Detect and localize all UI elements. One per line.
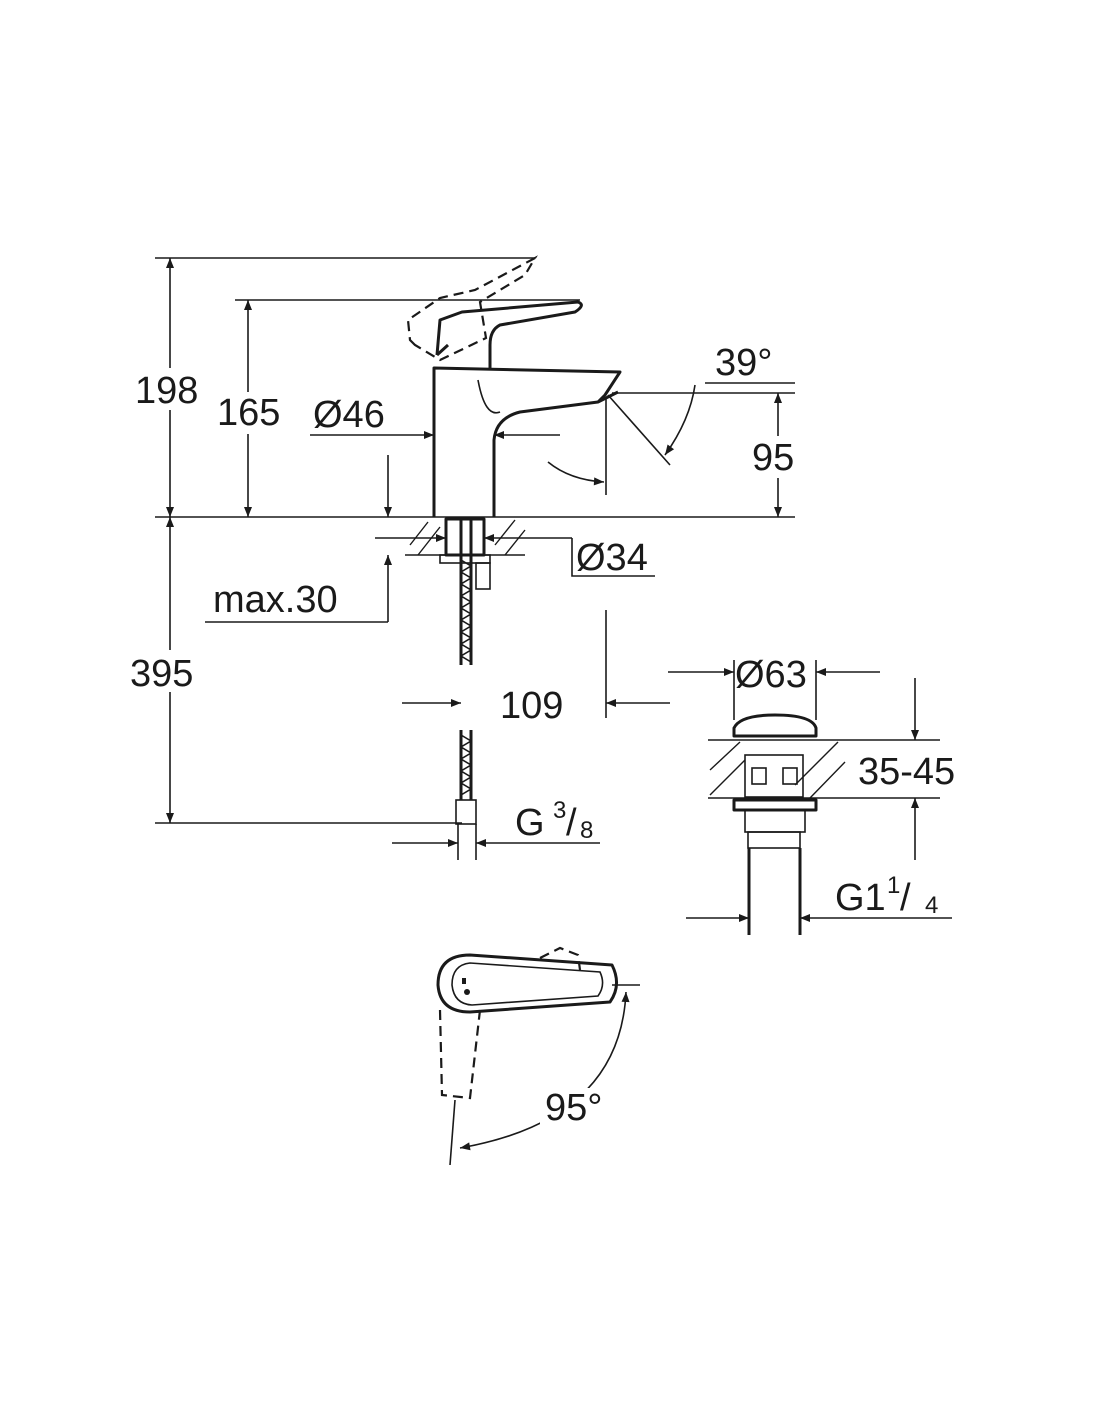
label-waste-thread-den: 4 [925, 892, 938, 919]
label-hose-thread-den: 8 [580, 817, 593, 844]
reference-lines [155, 257, 795, 824]
label-total-height: 198 [135, 370, 198, 412]
label-waste-thread: G1 [835, 877, 886, 919]
dimension-max-deck: max.30 [205, 455, 392, 623]
label-spout-projection: 109 [500, 685, 563, 727]
fraction-slash: / [900, 877, 911, 919]
label-hose-length: 395 [130, 653, 193, 695]
label-spout-angle: 39° [715, 342, 772, 384]
dimension-hose-thread: G 3 / 8 [392, 797, 600, 847]
dimension-198: 198 [130, 258, 210, 517]
hose-lower [455, 730, 477, 860]
faucet-top-view: 95° [436, 946, 640, 1166]
deck-section [405, 517, 526, 665]
dimension-diameter-34: Ø34 [375, 534, 655, 579]
label-waste-thread-num: 1 [887, 872, 900, 899]
label-hose-thread: G [515, 802, 545, 844]
dimension-109: 109 [402, 610, 670, 727]
label-hole-diameter: Ø34 [576, 537, 648, 579]
label-hose-thread-num: 3 [553, 797, 566, 824]
dimension-diameter-63: Ø63 [668, 654, 880, 720]
dimension-waste-deck: 35-45 [858, 678, 955, 860]
label-waste-deck: 35-45 [858, 751, 955, 793]
dimension-165: 165 [212, 300, 292, 517]
label-max-deck: max.30 [213, 579, 338, 621]
label-spout-height: 165 [217, 392, 280, 434]
dimension-waste-thread: G1 1 / 4 [686, 872, 952, 922]
label-waste-diameter: Ø63 [735, 654, 807, 696]
dimension-395: 395 [128, 517, 212, 823]
label-body-diameter: Ø46 [313, 394, 385, 436]
dimension-spout-angle: 39° 95 [547, 342, 808, 517]
fraction-slash: / [566, 802, 577, 844]
dimension-diameter-46: Ø46 [310, 394, 560, 439]
label-lever-rotation: 95° [545, 1087, 602, 1129]
waste-drain [708, 713, 940, 935]
faucet-side-view [406, 255, 622, 517]
label-outlet-height: 95 [752, 437, 794, 479]
